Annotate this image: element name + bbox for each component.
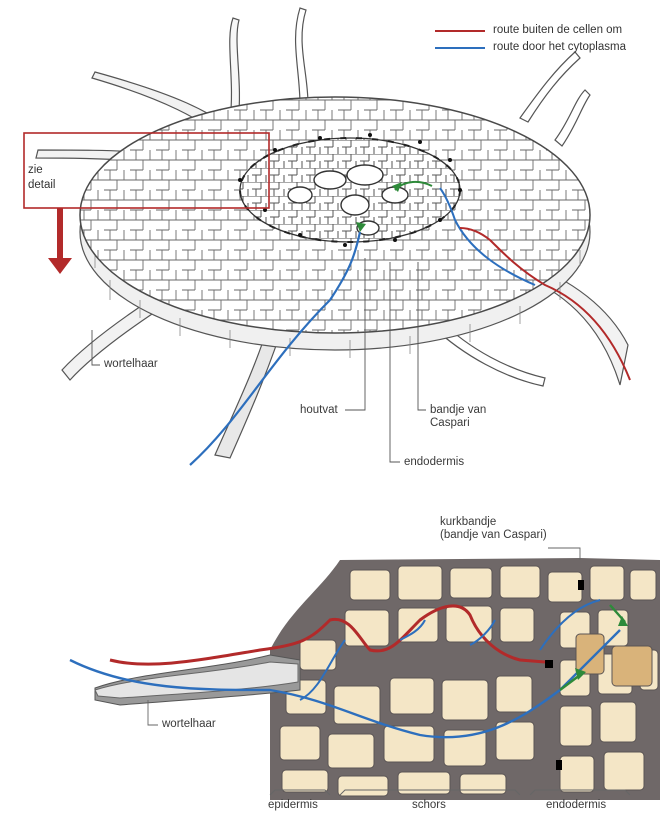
label-epidermis: epidermis: [268, 799, 318, 812]
label-wortelhaar-detail: wortelhaar: [162, 718, 216, 731]
label-endodermis-top: endodermis: [404, 456, 464, 469]
legend-label: route buiten de cellen om: [493, 24, 622, 36]
label-kurkbandje: kurkbandje (bandje van Caspari): [440, 516, 547, 542]
label-endodermis-detail: endodermis: [546, 799, 606, 812]
legend-label: route door het cytoplasma: [493, 41, 626, 53]
legend-swatch-blue: [435, 47, 485, 49]
label-houtvat: houtvat: [300, 404, 338, 417]
detail-box-label: zie detail: [28, 163, 56, 193]
detail-arrow: [48, 208, 72, 274]
legend-swatch-red: [435, 30, 485, 32]
detail-cells: [270, 558, 660, 800]
label-caspari-top: bandje van Caspari: [430, 404, 486, 430]
label-wortelhaar-top: wortelhaar: [104, 358, 158, 371]
label-schors: schors: [412, 799, 446, 812]
